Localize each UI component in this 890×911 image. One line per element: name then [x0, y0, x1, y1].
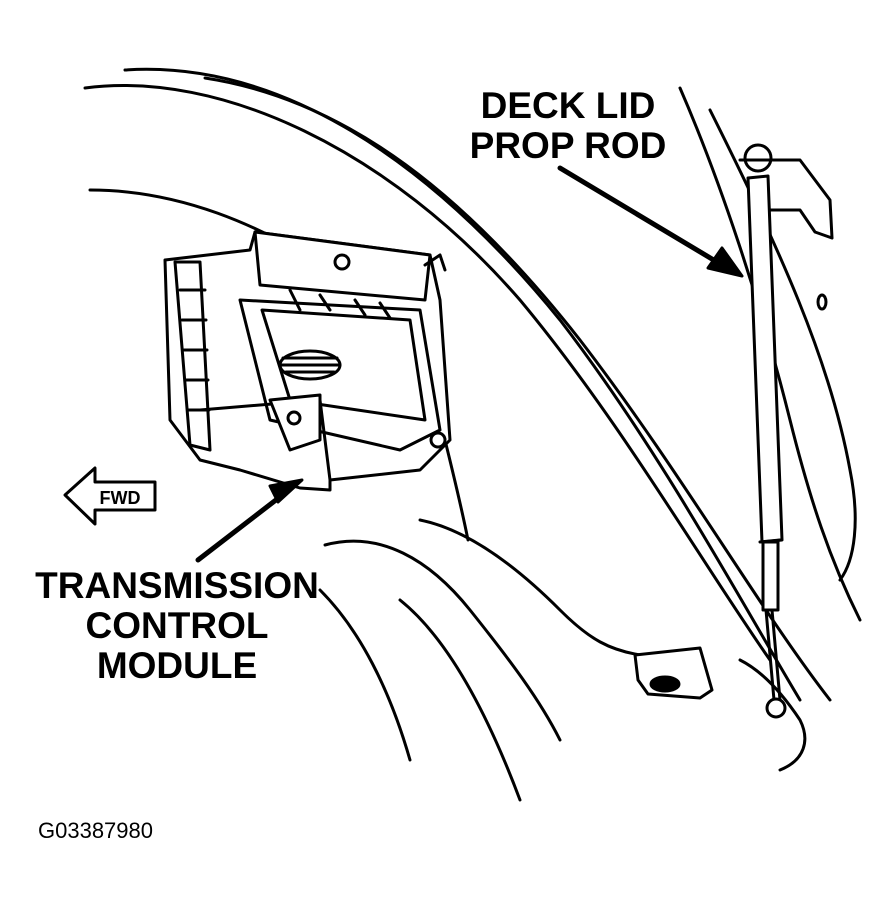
tcm-label-line-2: CONTROL	[85, 604, 269, 646]
deck-lid-prop-rod-line-2: PROP ROD	[469, 124, 667, 166]
tcm-drawing	[163, 230, 452, 492]
tcm-label-line-1: TRANSMISSION	[35, 565, 319, 606]
hinge-bracket	[738, 143, 834, 311]
deck-lid-prop-rod-label: DECK LID PROP ROD	[448, 86, 688, 166]
transmission-control-module-label: TRANSMISSION CONTROL MODULE	[22, 566, 332, 686]
figure-id: G03387980	[38, 818, 153, 843]
tcm-label-line-3: MODULE	[96, 644, 258, 686]
lower-bracket	[633, 646, 714, 700]
prop-rod-drawing	[746, 174, 787, 719]
deck-lid-prop-rod-line-1: DECK LID	[480, 85, 656, 126]
fwd-arrow-icon	[63, 466, 157, 526]
fwd-label: FWD	[100, 488, 141, 508]
leader-arrows	[195, 165, 744, 563]
